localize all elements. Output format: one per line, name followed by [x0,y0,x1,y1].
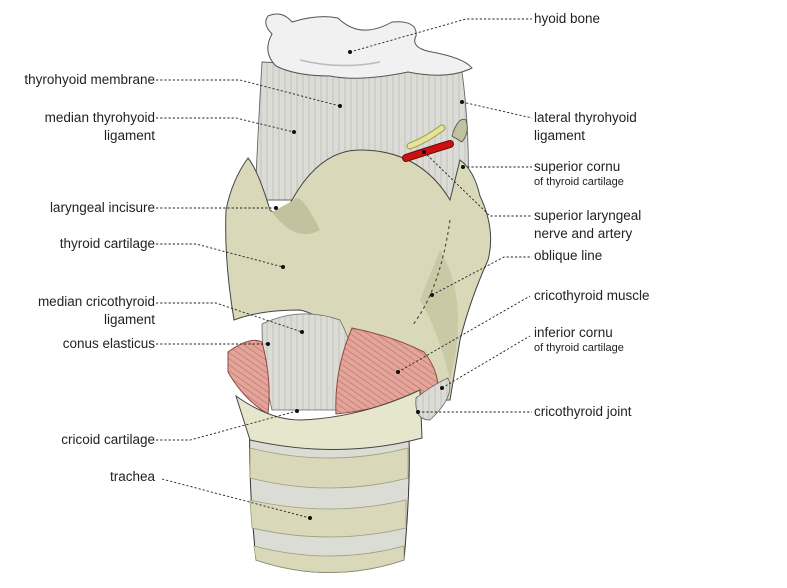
hyoid-bone [265,13,473,79]
trachea [249,419,410,573]
label-laryngeal-incisure: laryngeal incisure [49,200,155,215]
label-hyoid-bone: hyoid bone [534,11,601,26]
label-cricothyroid-muscle: cricothyroid muscle [534,288,650,303]
label-superior-cornu: superior cornu of thyroid cartilage [534,159,624,188]
label-median-cricothyroid-ligament: median cricothyroid ligament [37,294,155,327]
label-cricoid-cartilage: cricoid cartilage [61,432,155,447]
label-cricothyroid-joint: cricothyroid joint [534,404,632,419]
leader-lines [156,18,533,519]
label-thyroid-cartilage: thyroid cartilage [59,236,155,251]
oblique-line-mark [411,219,451,327]
cricothyroid-muscle [227,327,439,415]
label-points [266,50,465,520]
label-conus-elasticus: conus elasticus [62,336,155,351]
cricoid-cartilage [235,389,423,450]
label-thyrohyoid-membrane: thyrohyoid membrane [24,72,155,87]
superior-cornu-tip [451,118,468,143]
label-oblique-line: oblique line [534,248,603,263]
label-superior-laryngeal-nerve-artery: superior laryngeal nerve and artery [534,208,642,241]
superior-laryngeal-nerve-artery [402,124,454,162]
label-lateral-thyrohyoid-ligament: lateral thyrohyoid ligament [534,110,637,143]
label-median-thyrohyoid-ligament: median thyrohyoid ligament [44,110,155,143]
thyroid-cartilage [225,149,492,411]
label-trachea: trachea [109,469,155,484]
label-inferior-cornu: inferior cornu of thyroid cartilage [534,325,624,354]
